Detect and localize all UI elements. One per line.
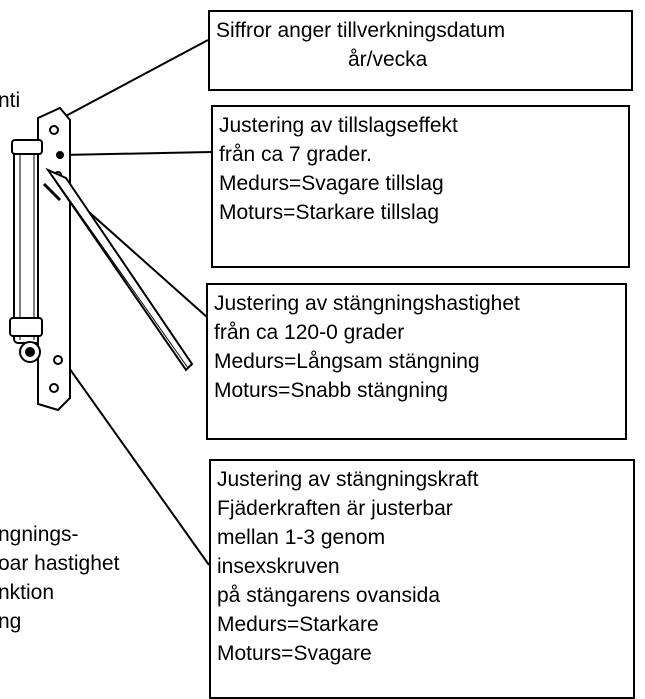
- screw-hole-mid: [56, 151, 64, 159]
- leader-lines: [61, 39, 212, 566]
- closing-effect-box: Justering av tillslagseffekt från ca 7 g…: [211, 105, 630, 268]
- mounting-plate: [37, 106, 71, 412]
- screw-hole-bottom: [49, 383, 59, 393]
- side-text-bottom: ngnings- oar hastighet nktion ng: [0, 520, 119, 636]
- closing-force-line-4: insexskruven: [217, 555, 340, 578]
- top-cap: [11, 139, 43, 155]
- closing-force-line-5: på stängarens ovansida: [217, 584, 440, 607]
- side-text-bottom-line-1: ngnings-: [0, 523, 79, 546]
- closing-speed-box: Justering av stängningshastighet från ca…: [206, 283, 627, 440]
- closing-force-line-6: Medurs=Starkare: [217, 613, 379, 636]
- closing-speed-line-3: Medurs=Långsam stängning: [214, 350, 480, 373]
- bottom-cap: [9, 317, 43, 337]
- side-text-bottom-line-2: oar hastighet: [0, 552, 120, 575]
- closing-speed-line-2: från ca 120-0 grader: [214, 321, 405, 344]
- door-closer-body: [9, 106, 194, 412]
- closing-force-line-7: Moturs=Svagare: [217, 642, 372, 665]
- closer-rod: [42, 182, 62, 202]
- manufacture-line-1: Siffror anger tillverkningsdatum: [216, 19, 506, 42]
- closer-cylinder: [13, 147, 41, 344]
- leader-line-closing-effect: [61, 151, 212, 156]
- leader-line-closing-force: [61, 357, 210, 566]
- closing-effect-line-4: Moturs=Starkare tillslag: [219, 201, 439, 224]
- side-text-top: nti: [0, 89, 21, 112]
- closing-speed-line-1: Justering av stängningshastighet: [214, 292, 520, 315]
- side-text-bottom-line-4: ng: [0, 610, 22, 633]
- manufacture-line-2: år/vecka: [348, 48, 428, 71]
- side-text-bottom-line-3: nktion: [0, 581, 55, 604]
- closing-force-line-2: Fjäderkraften är justerbar: [217, 497, 453, 520]
- closing-effect-line-3: Medurs=Svagare tillslag: [219, 172, 444, 195]
- closing-speed-line-4: Moturs=Snabb stängning: [214, 379, 449, 402]
- closing-effect-line-1: Justering av tillslagseffekt: [219, 114, 458, 137]
- screw-hole-low-mid: [53, 355, 63, 365]
- closing-force-box: Justering av stängningskraft Fjäderkraft…: [209, 459, 635, 699]
- screw-hole-top: [49, 125, 59, 135]
- leader-line-manufacture: [61, 39, 209, 119]
- closing-force-line-3: mellan 1-3 genom: [217, 526, 386, 549]
- closing-force-line-1: Justering av stängningskraft: [217, 468, 479, 491]
- manufacture-date-box: Siffror anger tillverkningsdatum år/veck…: [208, 10, 633, 91]
- closing-effect-line-2: från ca 7 grader.: [219, 143, 372, 166]
